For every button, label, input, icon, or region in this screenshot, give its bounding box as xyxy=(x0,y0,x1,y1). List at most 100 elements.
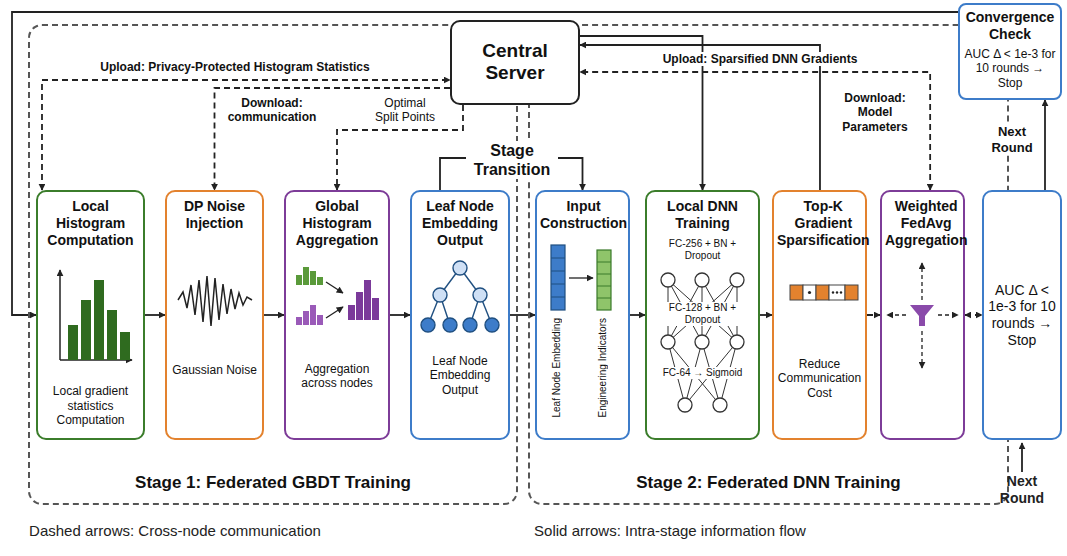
histogram-icon xyxy=(81,300,91,360)
aggregation-icon xyxy=(317,277,323,285)
connector xyxy=(630,314,645,316)
sparse-vector-icon xyxy=(829,285,845,300)
funnel-icon xyxy=(887,263,958,368)
process-box: Local Histogram ComputationLocal gradien… xyxy=(36,190,145,440)
connector xyxy=(42,80,450,190)
label-slot: Next Round xyxy=(992,473,1052,507)
network-neuron xyxy=(713,398,727,412)
server-box: Central Server xyxy=(450,20,580,105)
edge-label: Upload: Sparsified DNN Gradients xyxy=(661,52,860,66)
funnel-icon xyxy=(887,263,958,368)
process-box: Local DNN TrainingFC-256 + BN + DropoutF… xyxy=(645,190,760,440)
check-box: Convergence CheckAUC Δ < 1e-3 for 10 rou… xyxy=(958,3,1062,100)
box-text: Engineering Indicators xyxy=(597,318,609,418)
sparse-vector-icon xyxy=(816,285,829,300)
box-text: Reduce Communication Cost xyxy=(777,357,862,400)
funnel-icon xyxy=(887,314,906,315)
noise-wave xyxy=(178,276,252,326)
box-title: Convergence Check xyxy=(963,9,1057,43)
sparse-vector-icon xyxy=(832,291,834,293)
connector xyxy=(1044,100,1046,190)
text-slot: Weighted FedAvg Aggregation xyxy=(885,198,960,249)
text-slot: Stage 2: Federated DNN Training xyxy=(533,473,1004,493)
box-title: Global Histogram Aggregation xyxy=(289,198,385,248)
text-slot: Local DNN Training xyxy=(650,198,755,232)
text-slot: FC-128 + BN + Dropout xyxy=(650,302,755,327)
connector xyxy=(867,314,880,316)
text-slot: Stage 1: Federated GBDT Training xyxy=(33,473,513,493)
funnel-icon xyxy=(910,305,934,326)
box-text: FC-128 + BN + Dropout xyxy=(650,302,755,326)
text-slot: DP Noise Injection xyxy=(170,198,259,232)
sparse-vector-icon xyxy=(790,285,858,300)
sparse-vector-icon xyxy=(803,285,816,300)
connector xyxy=(760,314,772,316)
aggregation-icon xyxy=(326,282,343,293)
box-title: Local Histogram Computation xyxy=(41,198,140,248)
text-slot: Aggregation across nodes xyxy=(289,362,385,391)
process-box: DP Noise InjectionGaussian Noise xyxy=(165,190,264,440)
label-slot: Optimal Split Points xyxy=(369,96,441,125)
next-round-arrow xyxy=(1021,443,1023,472)
vector-icon xyxy=(551,245,565,310)
process-box: Top-K Gradient SparsificationReduce Comm… xyxy=(772,190,867,440)
label-slot: Next Round xyxy=(985,124,1039,156)
stage-region: Stage 2: Federated DNN Training Input Con… xyxy=(528,24,1009,505)
aggregation-icon xyxy=(364,280,371,320)
histogram-icon xyxy=(94,280,104,360)
vector-icon xyxy=(597,262,611,298)
sparse-vector-icon xyxy=(836,291,838,293)
sparse-vector-icon xyxy=(808,291,811,294)
vector-icon xyxy=(551,258,565,297)
box-text: Gaussian Noise xyxy=(172,363,257,377)
histogram-icon xyxy=(68,325,78,360)
histogram-icon xyxy=(120,332,130,360)
aggregation-icon xyxy=(356,292,363,320)
vector-icon xyxy=(569,277,593,278)
text-slot: Input Construction xyxy=(540,198,625,232)
funnel-icon xyxy=(921,263,922,300)
box-text: Aggregation across nodes xyxy=(289,362,385,391)
text-slot: FC-256 + BN + Dropout xyxy=(650,238,755,263)
edge-label: Download: Model Parameters xyxy=(829,91,921,134)
edge-label: Download: communication xyxy=(225,96,320,125)
network-neuron xyxy=(695,273,709,287)
aggregation-icon xyxy=(317,315,323,325)
box-title: Leaf Node Embedding Output xyxy=(415,198,505,248)
vector-icon xyxy=(597,250,611,310)
text-slot: Global Histogram Aggregation xyxy=(289,198,385,249)
stage-title: Stage 1: Federated GBDT Training xyxy=(135,473,411,493)
network-neuron xyxy=(695,335,709,349)
text-slot: Leaf Node Embedding Output xyxy=(415,354,505,398)
sparse-vector-icon xyxy=(790,285,803,300)
vector-icon xyxy=(551,245,611,310)
box-title: Top-K Gradient Sparsification xyxy=(777,198,870,248)
sparse-vector-icon xyxy=(845,285,858,300)
connector xyxy=(580,72,930,190)
aggregation-icon xyxy=(310,271,316,285)
box-text: Leaf Node Embedding Output xyxy=(415,354,505,397)
edge-label: Next Round xyxy=(985,124,1039,155)
box-title: Central Server xyxy=(455,40,575,86)
network-neuron xyxy=(661,335,675,349)
aggregation-icon xyxy=(296,275,302,285)
note-label: Next Round xyxy=(992,473,1052,507)
network-neuron xyxy=(661,273,675,287)
connector xyxy=(215,88,451,190)
text-slot: Central Server xyxy=(455,40,575,86)
connector xyxy=(390,314,410,316)
box-title: DP Noise Injection xyxy=(170,198,259,232)
text-slot: Top-K Gradient Sparsification xyxy=(777,198,862,249)
tree-icon xyxy=(433,288,447,302)
label-slot: Solid arrows: Intra-stage information fl… xyxy=(500,522,840,540)
label-slot: Download: communication xyxy=(225,96,320,125)
box-title: Input Construction xyxy=(540,198,627,232)
noise-wave xyxy=(178,276,252,326)
edge-label: Optimal Split Points xyxy=(369,96,441,125)
tree-icon xyxy=(473,288,487,302)
text-slot: Engineering Indicators xyxy=(597,318,609,418)
network-neuron xyxy=(678,398,692,412)
aggregation-icon xyxy=(372,298,379,320)
connector xyxy=(510,314,535,316)
